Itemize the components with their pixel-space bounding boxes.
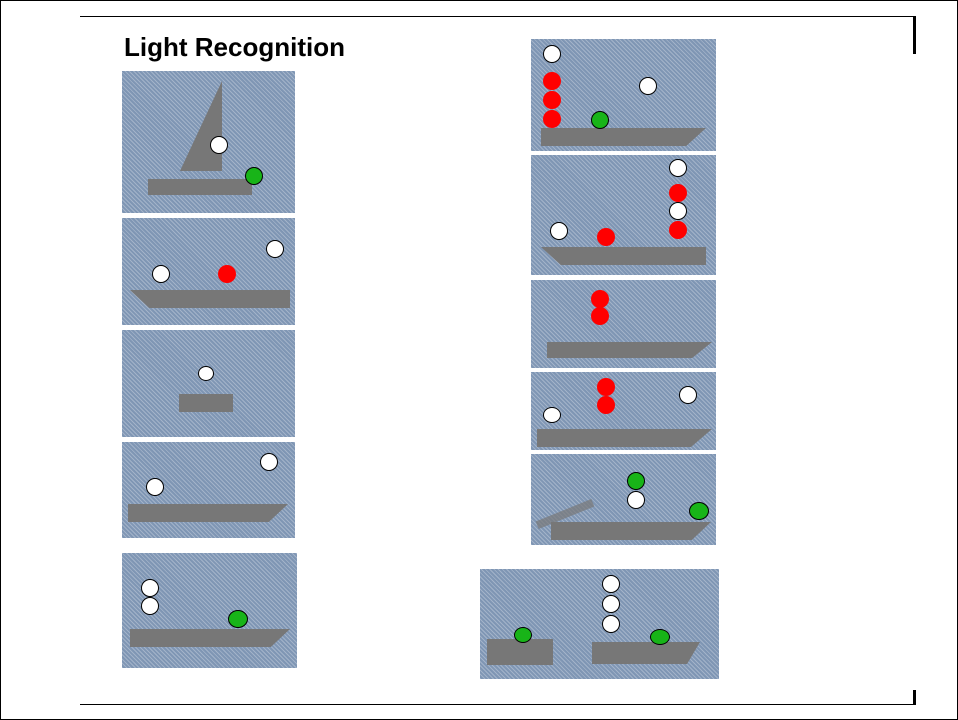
- vessel-hull: [128, 504, 288, 522]
- white-light: [198, 366, 214, 381]
- vessel-hull: [592, 642, 700, 664]
- light-panel-left-5: [122, 553, 297, 668]
- white-light: [210, 136, 228, 154]
- red-light: [669, 184, 687, 202]
- white-light: [669, 202, 687, 220]
- green-light: [689, 502, 709, 520]
- white-light: [627, 491, 645, 509]
- white-light: [669, 159, 687, 177]
- green-light: [591, 111, 609, 129]
- vessel-hull: [541, 247, 706, 265]
- red-light: [597, 396, 615, 414]
- red-light: [543, 110, 561, 128]
- light-panel-right-2: [531, 155, 716, 275]
- white-light: [602, 615, 620, 633]
- vessel-hull: [551, 522, 711, 540]
- page-title: Light Recognition: [124, 32, 345, 62]
- vessel-hull: [148, 179, 252, 195]
- light-panel-left-1: [122, 71, 295, 213]
- red-light: [597, 228, 615, 246]
- green-light: [650, 629, 670, 645]
- light-panel-left-3: [122, 330, 295, 437]
- tow-hull: [487, 639, 553, 665]
- light-panel-right-4: [531, 372, 716, 450]
- green-light: [514, 627, 532, 643]
- light-panel-right-6: [480, 569, 719, 679]
- white-light: [550, 222, 568, 240]
- red-light: [543, 91, 561, 109]
- white-light: [639, 77, 657, 95]
- red-light: [218, 265, 236, 283]
- top-right-tick: [913, 16, 916, 54]
- white-light: [141, 597, 159, 615]
- red-light: [543, 72, 561, 90]
- vessel-hull: [130, 290, 290, 308]
- red-light: [669, 221, 687, 239]
- vessel-hull: [537, 429, 712, 447]
- green-light: [228, 610, 248, 628]
- red-light: [591, 307, 609, 325]
- light-panel-left-2: [122, 218, 295, 325]
- green-light: [245, 167, 263, 185]
- light-panel-right-5: [531, 454, 716, 545]
- vessel-hull: [541, 128, 706, 146]
- sail: [180, 81, 222, 171]
- bottom-rule: [80, 704, 916, 705]
- white-light: [146, 478, 164, 496]
- green-light: [627, 472, 645, 490]
- vessel-hull: [547, 342, 712, 358]
- white-light: [679, 386, 697, 404]
- light-panel-right-3: [531, 280, 716, 368]
- white-light: [543, 45, 561, 63]
- white-light: [152, 265, 170, 283]
- white-light: [141, 579, 159, 597]
- top-rule: [80, 16, 916, 17]
- light-panel-left-4: [122, 442, 295, 538]
- vessel-hull: [130, 629, 290, 647]
- white-light: [602, 575, 620, 593]
- vessel-hull: [179, 394, 233, 412]
- red-light: [597, 378, 615, 396]
- light-panel-right-1: [531, 39, 716, 151]
- red-light: [591, 290, 609, 308]
- bottom-right-tick: [913, 690, 916, 704]
- white-light: [602, 595, 620, 613]
- white-light: [266, 240, 284, 258]
- white-light: [260, 453, 278, 471]
- white-light: [543, 407, 561, 423]
